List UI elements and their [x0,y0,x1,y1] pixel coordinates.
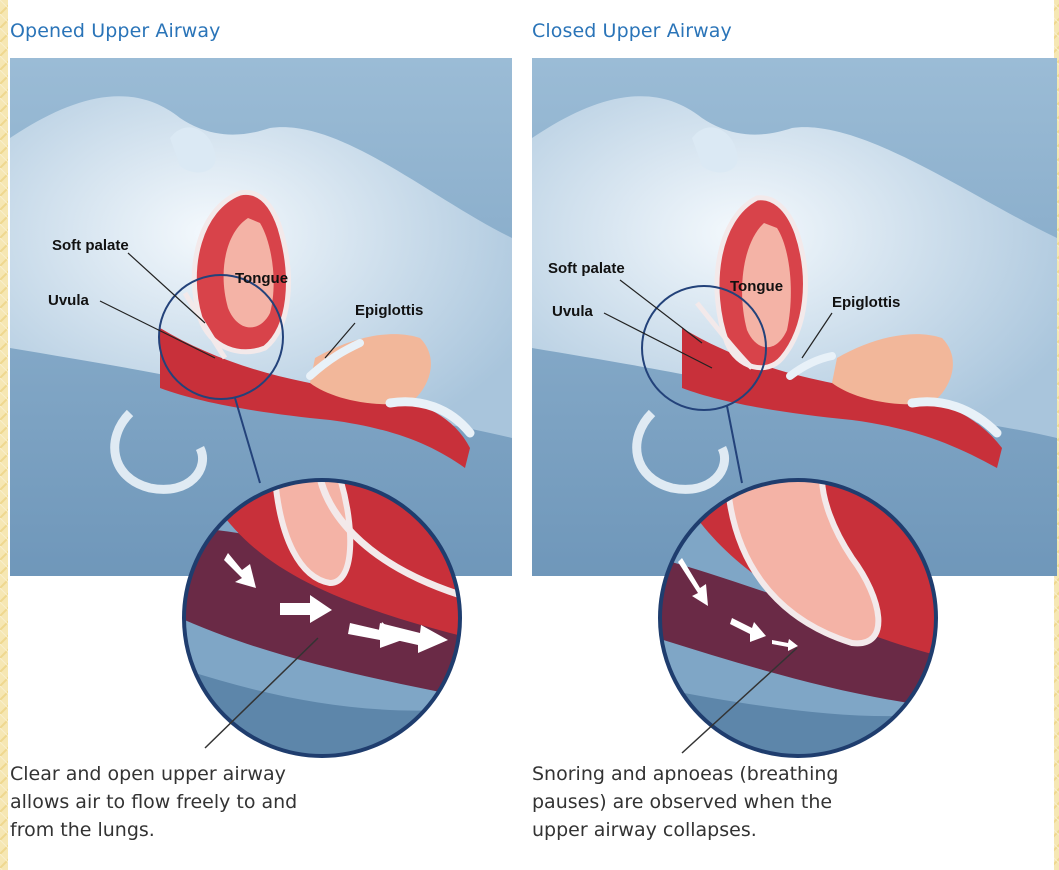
closed-airway-caption: Snoring and apnoeas (breathing pauses) a… [532,760,952,844]
epiglottis-label: Epiglottis [355,302,423,319]
opened-airway-title: Opened Upper Airway [10,20,221,42]
tongue-label: Tongue [235,270,288,287]
soft-palate-label: Soft palate [52,237,129,254]
uvula-label: Uvula [48,292,90,309]
soft-palate-label: Soft palate [548,260,625,277]
opened-airway-caption: Clear and open upper airway allows air t… [10,760,410,844]
closed-airway-title: Closed Upper Airway [532,20,732,42]
tongue-label: Tongue [730,278,783,295]
epiglottis-label: Epiglottis [832,294,900,311]
uvula-label: Uvula [552,303,594,320]
closed-airway-illustration: Soft palate Uvula Tongue Epiglottis [532,58,1057,758]
opened-airway-illustration: Soft palate Uvula Tongue Epiglottis [10,58,512,758]
